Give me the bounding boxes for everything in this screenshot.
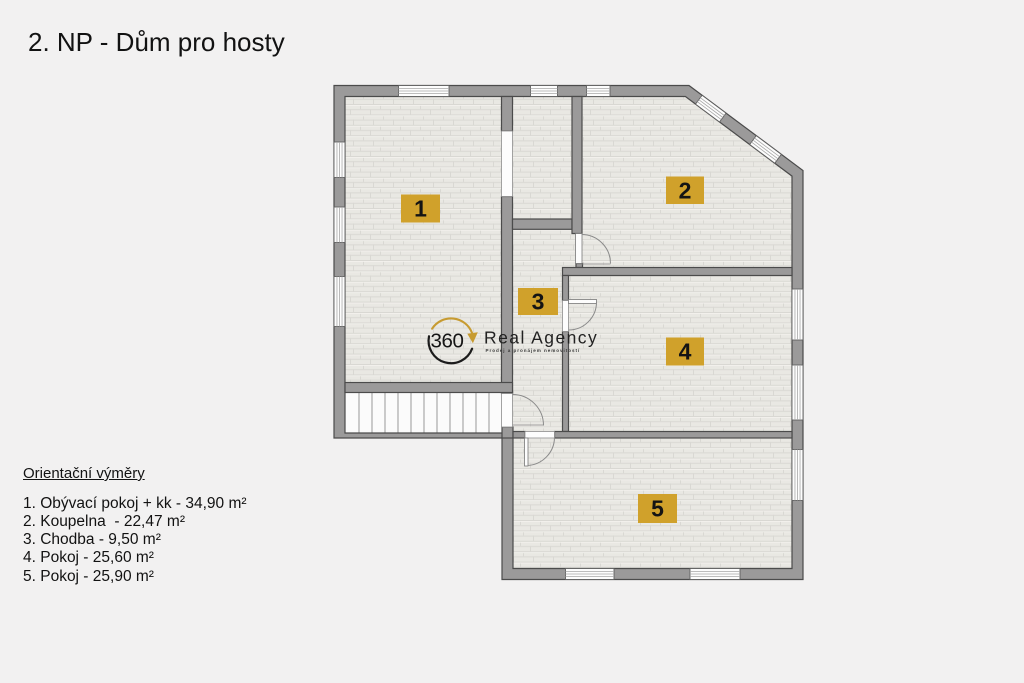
- svg-text:1: 1: [414, 196, 427, 222]
- svg-text:Prodej a pronájem nemovitostí: Prodej a pronájem nemovitostí: [486, 348, 581, 353]
- svg-text:4: 4: [679, 339, 692, 365]
- svg-text:360: 360: [430, 329, 463, 352]
- svg-text:2: 2: [679, 177, 692, 203]
- svg-text:5: 5: [651, 496, 664, 522]
- svg-text:3: 3: [532, 289, 545, 315]
- svg-text:Real Agency: Real Agency: [484, 328, 598, 348]
